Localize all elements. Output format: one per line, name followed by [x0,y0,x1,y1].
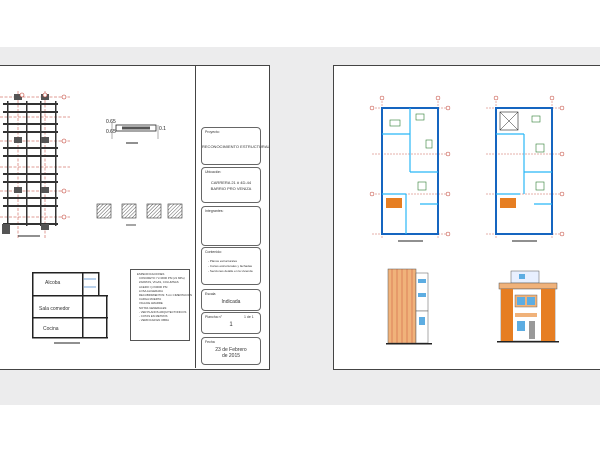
members-box: Integrantes: [201,206,261,246]
content-item: - Planos estructurales [208,259,238,263]
right-sheet [333,65,600,370]
note-item: CARGA MUERTA [139,297,162,302]
floor-plan-second-level [486,95,565,242]
room-label-alcoba: Alcoba [45,280,61,286]
date-label: Fecha [205,340,215,344]
scale-label: Escala [205,292,216,296]
content-label: Contenido: [205,250,222,254]
location-box: Ubicación: CARRERA 21 # 4D-44 BARRIO PRO… [201,167,261,203]
date-box: Fecha 23 de Febrero de 2015 [201,337,261,365]
column-sections [96,203,183,226]
specifications-box: ESPECIFICACIONES CONCRETO: f'c=3000 PSI … [130,269,193,341]
front-elevation [497,270,559,343]
foundation-plan [0,91,70,239]
project-value: RECONOCIMIENTO ESTRUCTURAL [202,144,270,149]
note-item: NOTAS GENERALES: [139,305,168,310]
scale-value: Indicada [221,299,241,305]
note-item: - VERIFICAR EN OBRA [139,318,169,323]
note-item: CONCRETO: f'c=3000 PSI (21 MPa) [139,276,185,281]
floor-plan-first-level [369,95,451,242]
detail-dim-1: 0.65 [106,119,116,125]
note-item: ACERO: fy=60000 PSI [139,284,168,289]
date-value-line-1: 23 de Febrero [215,347,247,353]
location-value-line-1: CARRERA 21 # 4D-44 [210,180,252,185]
building-section [32,272,108,344]
sheet-total: 1 de 1 [244,315,254,319]
detail-dim-2: 0.65 [106,129,116,135]
location-label: Ubicación: [205,170,222,174]
note-item: ZAPATAS, VIGAS, COLUMNAS [139,280,179,285]
detail-dim-3: 0.1 [159,126,166,132]
sheet-box: Plancha n° 1 de 1 1 [201,312,261,334]
room-label-sala-comedor: Sala comedor [39,306,70,312]
beam-detail [111,122,159,144]
date-value-line-2: de 2015 [221,353,241,359]
title-block-divider [195,66,196,368]
project-box: Proyecto: RECONOCIMIENTO ESTRUCTURAL [201,127,270,165]
project-label: Proyecto: [205,130,220,134]
note-item: VIGA DE AMARRE [139,301,163,306]
sheet-number: 1 [229,322,233,328]
content-item: - Cortes estructurales y fachadas [208,264,253,268]
content-box: Contenido: - Planos estructurales - Cort… [201,247,261,285]
note-item: - COTAS EN METROS [139,314,168,319]
members-label: Integrantes: [205,209,224,213]
content-item: - Secciones detalle en la vivienda [208,269,253,273]
sheet-label: Plancha n° [205,315,222,319]
specifications-title: ESPECIFICACIONES [137,272,165,276]
side-elevation [386,268,432,345]
room-label-cocina: Cocina [43,326,59,332]
scale-box: Escala Indicada [201,289,261,311]
note-item: LOSA ALIGERADA [139,288,163,293]
drawing-workspace[interactable]: 0.65 0.65 0.1 Alcoba Sala comedor Cocina… [0,47,600,405]
location-value-line-2: BARRIO PRO VENIZA [210,186,252,191]
note-item: RECUBRIMIENTOS: 5 cm CIMENTACION [139,293,193,298]
note-item: - VER PLANOS ARQUITECTONICOS [139,309,187,314]
